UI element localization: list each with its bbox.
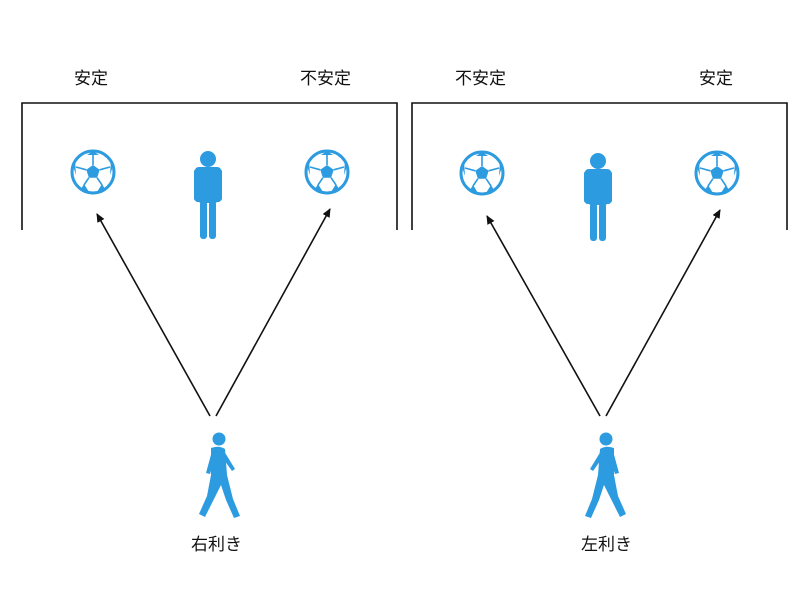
caption-right-handed: 右利き [191, 535, 242, 555]
label-unstable-left-panel: 不安定 [300, 69, 351, 89]
goalkeeper-icon [194, 151, 222, 239]
ball-left-icon [70, 149, 116, 195]
panel-left-handed [411, 102, 788, 518]
kicker-walking-icon [199, 432, 240, 518]
shot-arrow-left [96, 213, 211, 417]
shot-arrow-left [486, 215, 601, 417]
label-unstable-right-panel: 不安定 [455, 69, 506, 89]
panel-right-handed [21, 102, 398, 518]
ball-right-icon [694, 150, 740, 196]
kicker-walking-icon [585, 432, 626, 518]
goalkeeper-icon [584, 153, 612, 241]
goal-frame [411, 102, 788, 230]
shot-arrow-right [605, 209, 721, 417]
ball-right-icon [304, 149, 350, 195]
caption-left-handed: 左利き [581, 535, 632, 555]
ball-left-icon [459, 150, 505, 196]
label-stable-right-panel: 安定 [699, 69, 733, 89]
goal-frame [21, 102, 398, 230]
label-stable-left-panel: 安定 [74, 69, 108, 89]
shot-arrow-right [215, 208, 331, 417]
